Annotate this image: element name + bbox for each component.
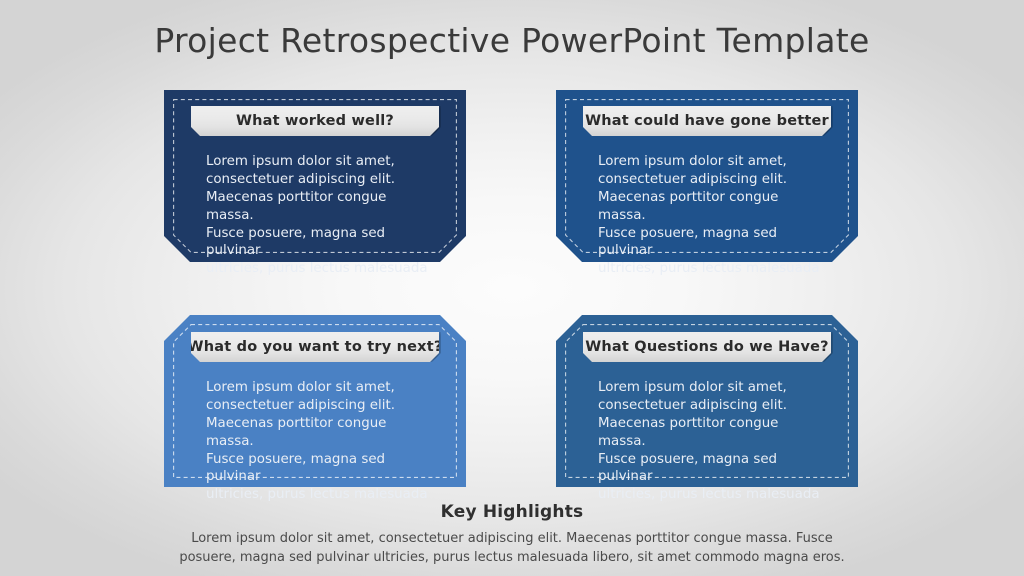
card-banner[interactable]: What could have gone better (583, 106, 831, 136)
card-label: What worked well? (235, 113, 395, 129)
card-what-do-you-want-to-try-next[interactable]: What do you want to try next? Lorem ipsu… (164, 315, 466, 502)
card-body-text: Lorem ipsum dolor sit amet, consectetuer… (598, 154, 820, 277)
card-body-text: Lorem ipsum dolor sit amet, consectetuer… (206, 380, 428, 503)
card-what-questions-do-we-have[interactable]: What Questions do we Have? Lorem ipsum d… (556, 315, 858, 502)
card-banner[interactable]: What Questions do we Have? (583, 332, 831, 362)
card-body-text: Lorem ipsum dolor sit amet, consectetuer… (206, 154, 428, 277)
footer-text: Lorem ipsum dolor sit amet, consectetuer… (179, 531, 845, 565)
card-label: What Questions do we Have? (585, 339, 829, 355)
card-banner[interactable]: What worked well? (191, 106, 439, 136)
footer-title: Key Highlights (440, 502, 584, 522)
page-title: Project Retrospective PowerPoint Templat… (154, 21, 870, 60)
card-label: What could have gone better (585, 113, 829, 129)
card-what-worked-well[interactable]: What worked well? Lorem ipsum dolor sit … (164, 90, 466, 276)
card-label: What do you want to try next? (187, 339, 443, 355)
card-body-text: Lorem ipsum dolor sit amet, consectetuer… (598, 380, 820, 503)
card-banner[interactable]: What do you want to try next? (191, 332, 439, 362)
card-what-could-have-gone-better[interactable]: What could have gone better Lorem ipsum … (556, 90, 858, 276)
